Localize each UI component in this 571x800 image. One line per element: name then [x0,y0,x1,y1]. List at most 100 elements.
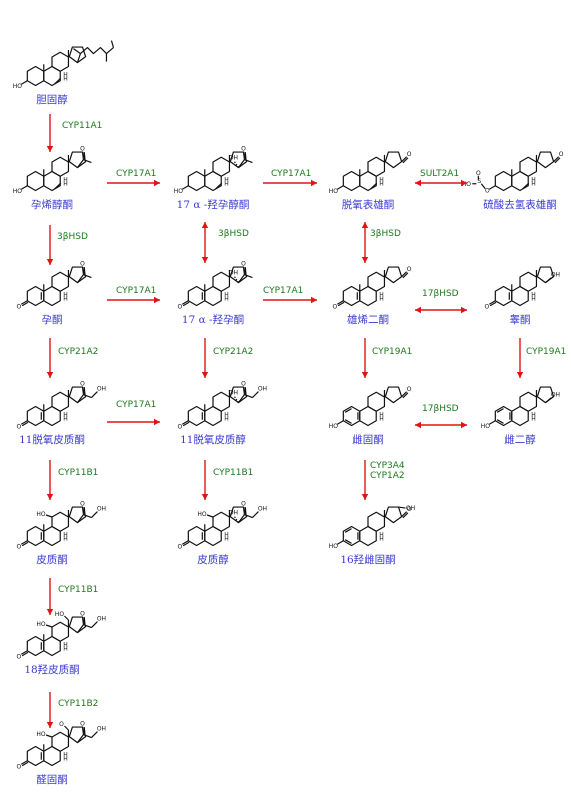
svg-text:OH: OH [551,272,560,279]
compound-name-androstenedione: 雄烯二酮 [347,313,389,326]
svg-text:H: H [224,531,229,538]
svg-text:H: H [531,180,536,187]
svg-text:O: O [80,611,85,618]
arrowhead-start-9 [415,306,421,314]
arrowhead-end-14 [154,418,160,426]
svg-text:O: O [407,266,412,273]
enzyme-label: CYP1A2 [370,471,405,481]
arrowhead-end-6 [361,257,369,263]
svg-text:O: O [177,543,182,550]
svg-text:OH: OH [97,616,106,623]
svg-text:O: O [241,146,246,153]
svg-text:H: H [63,641,68,648]
svg-text:HO: HO [174,188,184,195]
compound-name-cholesterol: 胆固醇 [36,93,68,106]
svg-text:H: H [224,176,229,183]
svg-text:O: O [241,381,246,388]
svg-text:OH: OH [229,510,238,517]
arrowhead-start-15 [415,421,421,429]
enzyme-label: CYP11B1 [58,468,98,478]
svg-text:O: O [16,423,21,430]
svg-text:O: O [80,261,85,268]
svg-text:HO: HO [481,423,491,430]
enzyme-label: CYP17A1 [271,169,311,179]
enzyme-label: CYP21A2 [213,347,253,357]
enzyme-label: CYP11A1 [62,121,102,131]
enzyme-label: CYP21A2 [58,347,98,357]
svg-text:O: O [80,501,85,508]
svg-text:H: H [63,755,68,762]
svg-text:HO: HO [329,188,339,195]
svg-text:H: H [63,415,68,422]
enzyme-label: CYP11B2 [58,699,98,709]
compound-name-dhea: 脱氧表雄酮 [342,198,395,211]
enzyme-label: 3βHSD [218,229,249,239]
svg-text:H: H [531,411,536,418]
svg-text:O: O [16,653,21,660]
svg-text:H: H [63,531,68,538]
svg-text:OH: OH [406,505,415,512]
enzyme-label: CYP17A1 [263,286,303,296]
svg-text:OH: OH [229,270,238,277]
arrowhead-end-7 [154,296,160,304]
svg-text:H: H [63,411,68,418]
svg-text:H: H [379,176,384,183]
svg-text:HO: HO [329,543,339,550]
arrowhead-start-3 [415,179,421,187]
enzyme-label: CYP17A1 [116,400,156,410]
enzyme-label: CYP11B1 [58,585,98,595]
svg-text:OH: OH [97,726,106,733]
svg-text:HO: HO [462,181,472,188]
arrowhead-end-1 [154,179,160,187]
arrowhead-end-19 [46,609,54,615]
arrowhead-start-5 [201,222,209,228]
svg-text:O: O [407,506,412,513]
arrowhead-end-15 [461,421,467,429]
svg-text:OH: OH [97,506,106,513]
svg-text:O: O [241,501,246,508]
svg-text:OH: OH [551,392,560,399]
compound-name-deoxycorticosterone: 11脱氧皮质酮 [19,433,85,446]
enzyme-label: 3βHSD [57,232,88,242]
svg-text:O: O [16,543,21,550]
svg-text:O: O [16,303,21,310]
svg-text:O: O [177,423,182,430]
svg-text:HO: HO [197,511,207,518]
enzyme-label: CYP3A4 [370,461,405,471]
svg-text:HO: HO [55,611,65,618]
svg-text:O: O [177,303,182,310]
compound-name-dhea_s: 硫酸去氢表雄酮 [483,198,557,211]
compound-name-estrone: 雌固酮 [352,433,384,446]
arrowhead-end-4 [46,259,54,265]
svg-text:S: S [477,178,481,185]
svg-text:O: O [332,303,337,310]
svg-text:HO: HO [36,731,46,738]
svg-text:H: H [224,295,229,302]
arrowhead-end-3 [461,179,467,187]
enzyme-label: CYP17A1 [116,169,156,179]
svg-text:H: H [379,535,384,542]
svg-text:O: O [407,386,412,393]
svg-text:OH: OH [258,386,267,393]
svg-text:H: H [63,295,68,302]
svg-text:H: H [63,180,68,187]
arrowhead-end-16 [46,494,54,500]
compound-name-hydroxyestrone: 16羟雌固酮 [340,553,395,566]
svg-text:OH: OH [229,390,238,397]
svg-text:H: H [63,176,68,183]
svg-text:H: H [63,75,68,82]
compound-name-oh_progesterone: 17 α -羟孕酮 [182,313,244,326]
enzyme-label: 3βHSD [370,229,401,239]
svg-text:O: O [80,146,85,153]
